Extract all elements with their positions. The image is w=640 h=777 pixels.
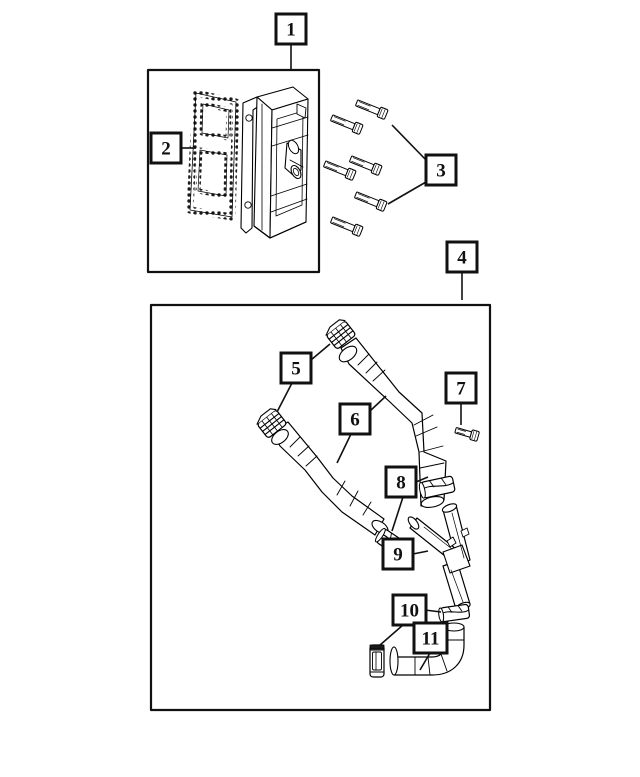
part-spring-clamp-upper <box>325 319 356 349</box>
part-clamp-collar-upper <box>418 475 456 499</box>
part-y-branch-connector <box>407 503 471 612</box>
callout-4-number: 4 <box>457 248 467 269</box>
leader-6b <box>336 433 352 464</box>
leader-10b <box>379 624 404 646</box>
callout-6[interactable]: 6 <box>338 402 372 436</box>
callout-10-number: 10 <box>400 601 419 622</box>
callout-11[interactable]: 11 <box>412 621 449 655</box>
leader-10a <box>424 609 442 613</box>
callout-5-number: 5 <box>291 359 301 380</box>
part-clamp-10-vertical <box>369 644 385 678</box>
part-bolt-7 <box>454 427 480 442</box>
callout-7-number: 7 <box>456 379 466 400</box>
part-gasket <box>186 89 240 221</box>
callout-4[interactable]: 4 <box>445 240 479 274</box>
part-bolt-set <box>323 99 389 237</box>
callout-8-number: 8 <box>396 473 406 494</box>
leader-11 <box>419 652 431 671</box>
leader-9 <box>412 550 429 555</box>
callout-6-number: 6 <box>350 410 360 431</box>
callout-1-number: 1 <box>286 20 296 41</box>
leader-6a <box>369 395 387 412</box>
callout-1[interactable]: 1 <box>274 12 308 46</box>
callout-8[interactable]: 8 <box>384 465 418 499</box>
callout-5[interactable]: 5 <box>279 351 313 385</box>
leader-5b <box>276 382 293 413</box>
callout-10[interactable]: 10 <box>391 593 428 627</box>
leader-3b <box>387 181 427 205</box>
leader-8b <box>391 496 404 532</box>
callout-2-number: 2 <box>161 139 171 160</box>
part-coolant-hose-lower <box>271 421 389 536</box>
part-spring-clamp-lower <box>256 408 287 438</box>
callout-3[interactable]: 3 <box>424 153 458 187</box>
leader-lines <box>181 44 463 671</box>
part-coolant-hose-upper <box>338 337 447 508</box>
part-oil-cooler-body <box>240 86 309 239</box>
leader-8a <box>415 476 429 483</box>
callout-7[interactable]: 7 <box>444 371 478 405</box>
callout-2[interactable]: 2 <box>149 131 183 165</box>
callout-3-number: 3 <box>436 161 446 182</box>
callout-boxes: 1 2 3 4 5 6 7 8 <box>149 12 479 655</box>
callout-9-number: 9 <box>393 545 403 566</box>
leader-3a <box>391 124 427 161</box>
callout-9[interactable]: 9 <box>381 537 415 571</box>
callout-11-number: 11 <box>422 629 440 650</box>
leader-5a <box>310 343 331 361</box>
